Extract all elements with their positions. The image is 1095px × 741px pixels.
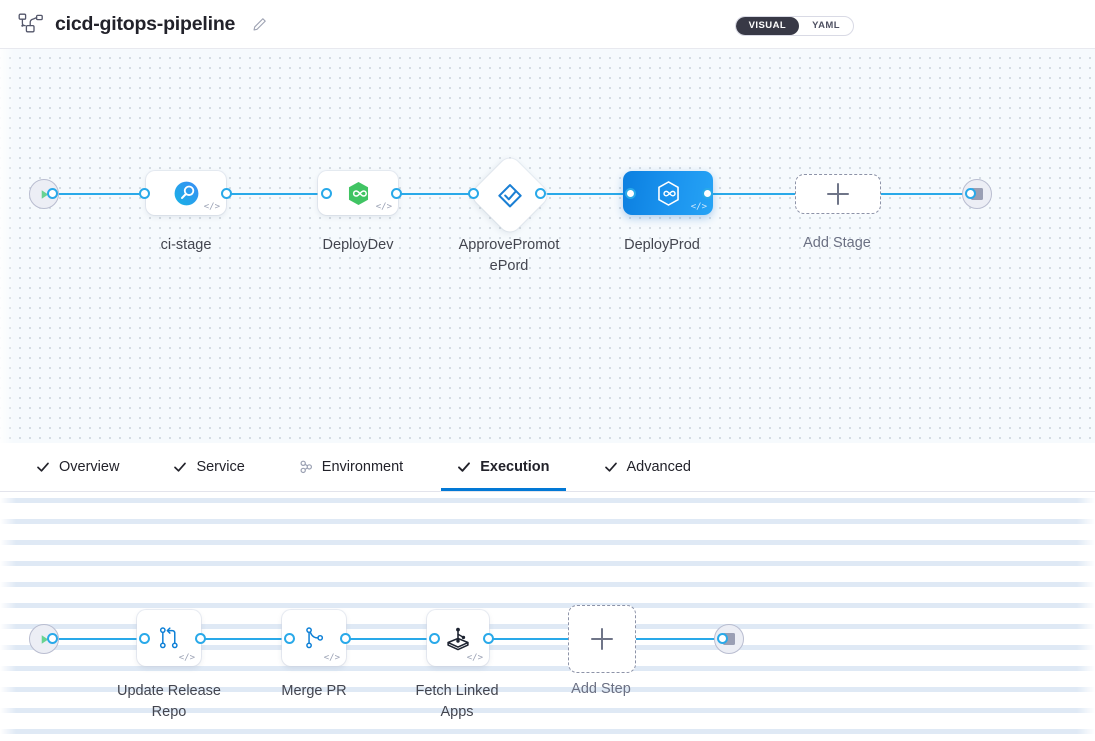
connector-dot-fetch-out[interactable]: [483, 633, 494, 644]
add-step-button[interactable]: [568, 605, 636, 673]
environment-icon: [299, 460, 313, 474]
view-mode-toggle[interactable]: VISUAL YAML: [734, 16, 854, 36]
stage-node-ci-stage[interactable]: </>: [146, 171, 226, 215]
edge-add-to-end: [876, 193, 970, 195]
argo-gitops-white-icon: [657, 180, 679, 206]
add-stage-button[interactable]: [795, 174, 881, 214]
step-label-line1: Update Release: [117, 683, 221, 699]
connector-dot-ci-in[interactable]: [139, 188, 150, 199]
edge-add-to-end: [634, 638, 724, 640]
play-icon: [41, 634, 48, 644]
page-title: cicd-gitops-pipeline: [55, 12, 236, 35]
code-badge: </>: [323, 653, 340, 663]
edge-ci-to-deploydev: [226, 193, 326, 195]
plus-icon: [827, 183, 849, 205]
check-icon: [457, 460, 471, 474]
git-merge-icon: [306, 627, 324, 649]
connector-dot-merge-out[interactable]: [340, 633, 351, 644]
stage-label-line2: ePord: [489, 258, 529, 274]
connector-dot-end[interactable]: [965, 188, 976, 199]
tab-advanced[interactable]: Advanced: [588, 443, 708, 491]
edge-fetch-to-add: [488, 638, 568, 640]
add-step-label: Add Step: [571, 681, 631, 697]
code-badge: </>: [690, 202, 707, 212]
argo-gitops-icon: [348, 181, 368, 205]
edge-deployprod-to-add: [707, 193, 799, 195]
stage-label-deploy-dev: DeployDev: [322, 237, 394, 253]
connector-dot-approve-out[interactable]: [535, 188, 546, 199]
edge-deploydev-to-approve: [396, 193, 478, 195]
pipeline-nodes-icon: [18, 13, 44, 35]
connector-dot-end[interactable]: [717, 633, 728, 644]
tab-label: Execution: [480, 459, 550, 475]
step-label-fetch-linked-apps: Fetch Linked Apps: [387, 681, 527, 723]
pencil-edit-icon[interactable]: [252, 17, 267, 32]
stage-config-tabs[interactable]: Overview Service Environment E: [0, 443, 1095, 492]
step-label-line1: Fetch Linked: [415, 683, 499, 699]
header-left: cicd-gitops-pipeline: [18, 13, 267, 36]
tab-environment[interactable]: Environment: [283, 443, 419, 491]
check-icon: [36, 460, 50, 474]
step-label-update-release-repo: Update Release Repo: [99, 681, 239, 723]
step-label-merge-pr: Merge PR: [281, 683, 347, 699]
code-badge: </>: [375, 202, 392, 212]
stage-node-approve-promote-prod[interactable]: [468, 153, 552, 237]
toggle-visual[interactable]: VISUAL: [735, 17, 800, 35]
edge-start-to-update: [52, 638, 144, 640]
connector-dot-deploydev-out[interactable]: [391, 188, 402, 199]
add-stage-label: Add Stage: [803, 235, 871, 251]
edge-approve-to-deployprod: [540, 193, 630, 195]
harness-deploy-icon: [447, 627, 469, 651]
connector-dot-fetch-in[interactable]: [429, 633, 440, 644]
step-label-line2: Apps: [440, 704, 474, 720]
tab-label: Advanced: [626, 459, 692, 475]
connector-dot-update-out[interactable]: [195, 633, 206, 644]
tab-label: Overview: [59, 459, 120, 475]
code-badge: </>: [203, 202, 220, 212]
approval-diamond-icon: [496, 181, 525, 210]
connector-dot-update-in[interactable]: [139, 633, 150, 644]
play-icon: [41, 189, 48, 199]
connector-dot-deploydev-in[interactable]: [321, 188, 332, 199]
connector-dot-ci-out[interactable]: [221, 188, 232, 199]
plus-icon: [591, 628, 613, 650]
connector-dot-approve-in[interactable]: [468, 188, 479, 199]
check-icon: [604, 460, 618, 474]
code-badge: </>: [466, 653, 483, 663]
stage-node-deploy-prod[interactable]: </>: [623, 171, 713, 215]
stage-label-line1: ApprovePromot: [458, 237, 560, 253]
stage-label-ci-stage: ci-stage: [160, 237, 212, 253]
connector-dot-deployprod-out[interactable]: [702, 188, 713, 199]
tab-label: Service: [196, 459, 245, 475]
edge-merge-to-fetch: [345, 638, 435, 640]
tab-label: Environment: [321, 459, 404, 475]
connector-dot-start[interactable]: [47, 633, 58, 644]
stage-label-deploy-prod: DeployProd: [624, 237, 700, 253]
check-icon: [173, 460, 187, 474]
step-label-line2: Repo: [151, 704, 187, 720]
tab-service[interactable]: Service: [157, 443, 260, 491]
tab-execution[interactable]: Execution: [441, 443, 566, 491]
edge-start-to-ci: [52, 193, 144, 195]
code-badge: </>: [178, 653, 195, 663]
tab-overview[interactable]: Overview: [20, 443, 135, 491]
header-bar: cicd-gitops-pipeline VISUAL YAML: [0, 0, 1095, 49]
edge-update-to-merge: [200, 638, 290, 640]
stage-label-approve-promote-prod: ApprovePromot ePord: [444, 235, 574, 277]
harness-ci-icon: [174, 181, 198, 205]
stage-graph-canvas[interactable]: </> ci-stage </> DeployDev: [0, 49, 1095, 443]
toggle-yaml[interactable]: YAML: [812, 20, 840, 31]
connector-dot-deployprod-in[interactable]: [625, 188, 636, 199]
step-graph-canvas[interactable]: </> Update Release Repo </> Merge PR: [0, 492, 1095, 741]
connector-dot-start[interactable]: [47, 188, 58, 199]
connector-dot-merge-in[interactable]: [284, 633, 295, 644]
git-pull-request-icon: [159, 627, 178, 649]
